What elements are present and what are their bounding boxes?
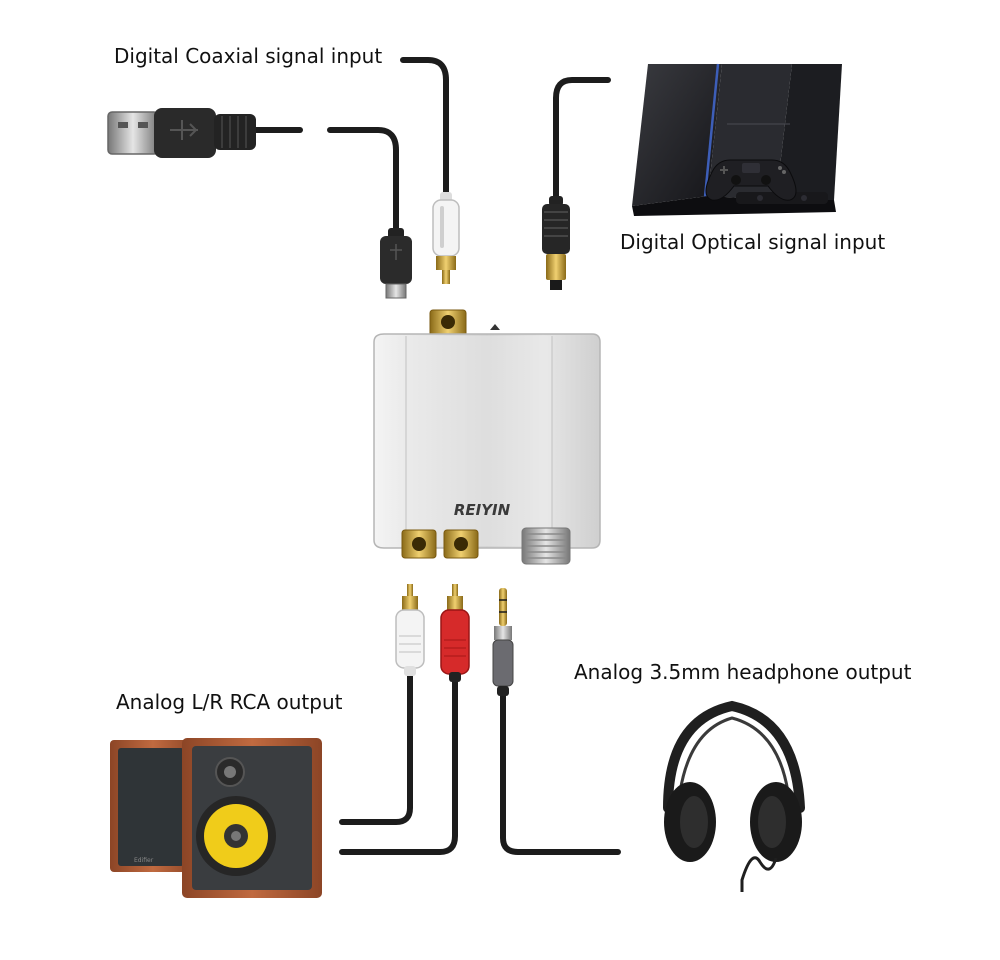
rca-left-cable <box>339 669 413 825</box>
coaxial-cable <box>400 57 449 198</box>
toslink-optical-plug-icon <box>542 196 570 290</box>
dac-converter-icon: REIYIN <box>373 309 601 565</box>
gamepad-icon <box>705 159 797 201</box>
game-console-icon <box>632 63 842 216</box>
jack-3-5mm-plug-icon <box>492 588 514 696</box>
coaxial-input-label: Digital Coaxial signal input <box>114 44 383 68</box>
headphones-icon <box>663 700 805 892</box>
micro-usb-cable <box>327 127 399 235</box>
rca-red-plug-icon <box>440 584 470 682</box>
rca-right-cable <box>339 677 458 855</box>
usb-plug-icon <box>107 108 256 158</box>
optical-cable <box>553 77 611 203</box>
svg-text:Edifier: Edifier <box>134 857 154 864</box>
cables <box>252 57 621 855</box>
headphone-cable <box>500 689 621 855</box>
rca-output-label: Analog L/R RCA output <box>116 690 343 714</box>
device-brand-label: REIYIN <box>454 501 511 519</box>
rca-white-plug-icon <box>395 584 425 676</box>
headphone-output-label: Analog 3.5mm headphone output <box>574 660 912 684</box>
optical-input-label: Digital Optical signal input <box>620 230 886 254</box>
micro-usb-plug-icon <box>380 228 412 299</box>
coaxial-rca-plug-icon <box>432 192 460 284</box>
speakers-icon: Edifier <box>110 738 322 898</box>
